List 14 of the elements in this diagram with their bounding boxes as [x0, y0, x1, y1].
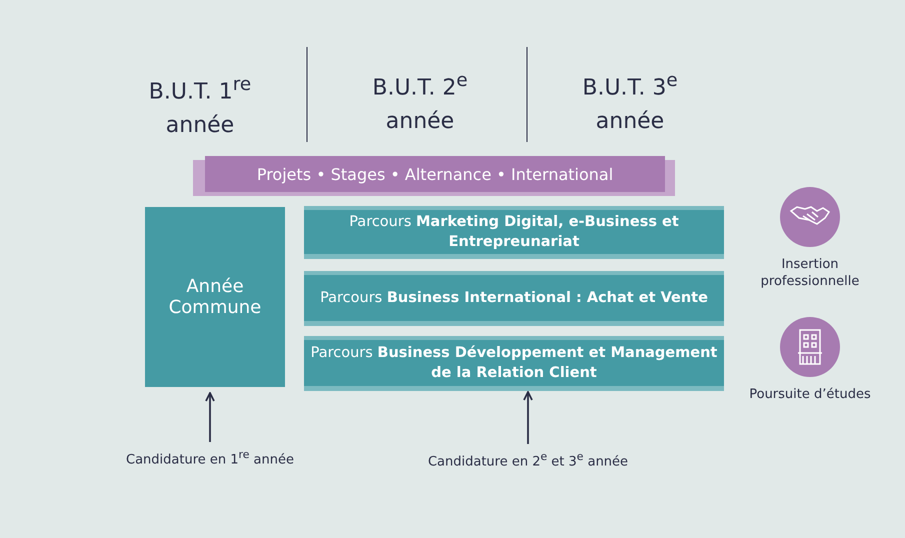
- track-box: Parcours Business International : Achat et Vente: [304, 275, 724, 321]
- column-heading: B.U.T. 1$^{re}$ année: [148, 73, 252, 140]
- activities-band: Projets • Stages • Alternance • International: [205, 156, 665, 192]
- arrow: [205, 392, 215, 442]
- arrow: [523, 391, 533, 444]
- node-label: Poursuite d’études: [748, 386, 872, 403]
- column-heading: B.U.T. 3$^{e}$ année: [581, 69, 679, 136]
- application-note: Candidature en 1$^{re}$ année: [110, 446, 310, 468]
- column-heading: B.U.T. 2$^{e}$ année: [371, 69, 469, 136]
- track-box: Parcours Business Développement et Management de la Relation Client: [304, 340, 724, 386]
- node-label: Insertion professionnelle: [760, 256, 860, 290]
- common-year-box: Année Commune: [145, 207, 285, 387]
- track-box: Parcours Marketing Digital, e-Business et Entrepreunariat: [304, 210, 724, 254]
- application-note: Candidature en 2$^{e}$ et 3$^{e}$ année: [410, 448, 646, 470]
